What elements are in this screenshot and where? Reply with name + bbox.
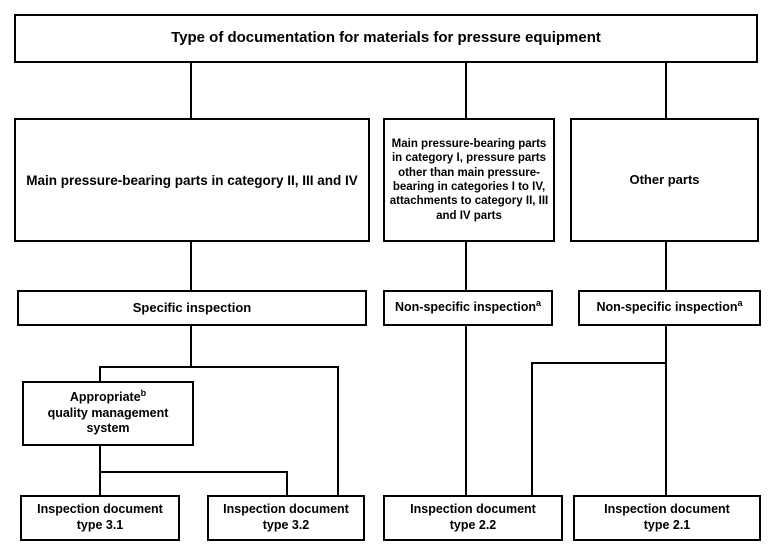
node-non-specific-inspection-1[interactable]: Non-specific inspectiona bbox=[383, 290, 553, 326]
connector-nonspecific-b-down bbox=[665, 326, 667, 363]
connector-main234-to-specific bbox=[190, 242, 192, 290]
node-inspection-document-type-3-1[interactable]: Inspection document type 3.1 bbox=[20, 495, 180, 541]
connector-qms-bus bbox=[99, 471, 288, 473]
node-title-label: Type of documentation for materials for … bbox=[171, 29, 601, 47]
connector-nonspecific-b-bus bbox=[531, 362, 667, 364]
node-non-specific-inspection-2[interactable]: Non-specific inspectiona bbox=[578, 290, 761, 326]
node-title-box[interactable]: Type of documentation for materials for … bbox=[14, 14, 758, 63]
node-main-parts-cat-1[interactable]: Main pressure-bearing parts in category … bbox=[383, 118, 555, 242]
node-qms-footnote: b bbox=[140, 387, 147, 398]
node-doc21-line1: Inspection document bbox=[604, 502, 730, 517]
node-non-specific-inspection-2-footnote: a bbox=[737, 297, 743, 308]
connector-nonspecific-b-to-doc22 bbox=[531, 362, 533, 495]
node-inspection-document-type-3-2[interactable]: Inspection document type 3.2 bbox=[207, 495, 365, 541]
node-inspection-document-type-2-2[interactable]: Inspection document type 2.2 bbox=[383, 495, 563, 541]
node-specific-inspection-label: Specific inspection bbox=[132, 299, 252, 315]
connector-specific-down bbox=[190, 326, 192, 367]
node-main-parts-cat-2-3-4-label: Main pressure-bearing parts in category … bbox=[26, 172, 358, 188]
connector-main1-to-nonspecific-a bbox=[465, 242, 467, 290]
node-non-specific-inspection-1-label: Non-specific inspection bbox=[394, 300, 536, 315]
connector-specific-bus-right-drop bbox=[337, 366, 339, 495]
node-specific-inspection[interactable]: Specific inspection bbox=[17, 290, 367, 326]
connector-title-to-main1 bbox=[465, 63, 467, 118]
connector-qms-to-doc32 bbox=[286, 471, 288, 495]
node-doc22-line1: Inspection document bbox=[410, 502, 536, 517]
node-non-specific-inspection-2-label: Non-specific inspection bbox=[596, 300, 738, 315]
connector-nonspecific-a-to-doc22 bbox=[465, 326, 467, 495]
node-other-parts-label: Other parts bbox=[629, 171, 700, 187]
node-qms-line2: quality management bbox=[47, 405, 169, 420]
connector-title-to-main234 bbox=[190, 63, 192, 118]
connector-specific-bus bbox=[99, 366, 339, 368]
node-qms-line3: system bbox=[86, 421, 130, 436]
connector-qms-to-doc31 bbox=[99, 471, 101, 495]
connector-nonspecific-b-to-doc21 bbox=[665, 362, 667, 495]
connector-title-to-other bbox=[665, 63, 667, 118]
node-other-parts[interactable]: Other parts bbox=[570, 118, 759, 242]
node-appropriate-quality-management-system[interactable]: Appropriateb quality management system bbox=[22, 381, 194, 446]
node-non-specific-inspection-1-footnote: a bbox=[535, 297, 541, 308]
node-doc31-line1: Inspection document bbox=[37, 502, 163, 517]
node-doc32-line1: Inspection document bbox=[223, 502, 349, 517]
node-doc21-line2: type 2.1 bbox=[643, 518, 691, 532]
node-doc31-line2: type 3.1 bbox=[76, 518, 124, 532]
node-qms-line1: Appropriate bbox=[69, 389, 141, 404]
node-doc22-line2: type 2.2 bbox=[449, 518, 497, 532]
connector-specific-bus-left-drop bbox=[99, 366, 101, 381]
connector-other-to-nonspecific-b bbox=[665, 242, 667, 290]
node-doc32-line2: type 3.2 bbox=[262, 518, 310, 532]
node-main-parts-cat-2-3-4[interactable]: Main pressure-bearing parts in category … bbox=[14, 118, 370, 242]
connector-qms-down bbox=[99, 446, 101, 472]
node-main-parts-cat-1-label: Main pressure-bearing parts in category … bbox=[389, 137, 549, 222]
node-inspection-document-type-2-1[interactable]: Inspection document type 2.1 bbox=[573, 495, 761, 541]
